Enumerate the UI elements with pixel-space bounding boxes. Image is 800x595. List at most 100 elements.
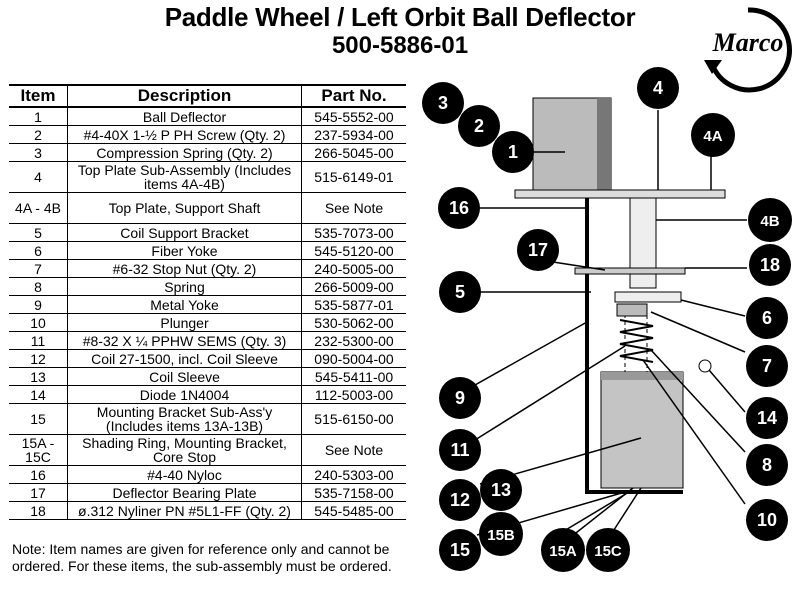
part-number-cell: 232-5300-00 xyxy=(301,331,406,350)
callout-15b: 15B xyxy=(479,512,523,556)
svg-text:10: 10 xyxy=(757,510,777,530)
svg-text:12: 12 xyxy=(450,490,470,510)
assembly-part-number: 500-5886-01 xyxy=(331,32,469,59)
spring-part xyxy=(619,319,654,363)
item-cell: 4A - 4B xyxy=(9,192,68,224)
item-cell: 18 xyxy=(9,501,68,520)
part-number-cell: 545-5120-00 xyxy=(301,241,406,260)
page-title: Paddle Wheel / Left Orbit Ball Deflector xyxy=(164,2,636,32)
bearing-plate-part xyxy=(574,267,686,275)
item-cell: 2 xyxy=(9,125,68,144)
callout-15: 15 xyxy=(439,529,481,571)
col-description-header: Description xyxy=(67,84,302,108)
description-cell: Plunger xyxy=(67,313,302,332)
callout-14: 14 xyxy=(746,397,788,439)
callout-10: 10 xyxy=(746,499,788,541)
description-cell: Ball Deflector xyxy=(67,106,302,126)
description-cell: Shading Ring, Mounting Bracket, Core Sto… xyxy=(67,434,302,466)
item-cell: 9 xyxy=(9,295,68,314)
description-cell: Coil Sleeve xyxy=(67,367,302,386)
coil-support-bracket-part xyxy=(585,198,683,494)
callout-4: 4 xyxy=(637,67,679,109)
description-cell: Mounting Bracket Sub-Ass'y (Includes ite… xyxy=(67,403,302,435)
svg-text:8: 8 xyxy=(762,455,772,475)
part-number-cell: 240-5303-00 xyxy=(301,465,406,484)
svg-text:9: 9 xyxy=(455,388,465,408)
description-cell: Compression Spring (Qty. 2) xyxy=(67,143,302,162)
part-number-cell: 090-5004-00 xyxy=(301,349,406,368)
svg-text:3: 3 xyxy=(438,93,448,113)
item-cell: 3 xyxy=(9,143,68,162)
part-number-cell: 237-5934-00 xyxy=(301,125,406,144)
part-number-cell: See Note xyxy=(301,192,406,224)
footnote: Note: Item names are given for reference… xyxy=(12,541,392,574)
callout-6: 6 xyxy=(746,297,788,339)
callout-3: 3 xyxy=(422,82,464,124)
part-number-cell: 266-5009-00 xyxy=(301,277,406,296)
description-cell: Deflector Bearing Plate xyxy=(67,483,302,502)
description-cell: #4-40X 1-½ P PH Screw (Qty. 2) xyxy=(67,125,302,144)
exploded-diagram: 3 2 1 4 4A 16 4B 17 18 5 6 7 9 14 11 8 1… xyxy=(422,67,792,572)
item-cell: 14 xyxy=(9,385,68,404)
part-number-cell: 266-5045-00 xyxy=(301,143,406,162)
marco-logo: Marco xyxy=(704,7,792,93)
item-cell: 4 xyxy=(9,161,68,193)
part-number-cell: 545-5485-00 xyxy=(301,501,406,520)
description-cell: Coil Support Bracket xyxy=(67,223,302,242)
svg-text:2: 2 xyxy=(474,116,484,136)
callout-5: 5 xyxy=(439,271,481,313)
table-row: 2#4-40X 1-½ P PH Screw (Qty. 2)237-5934-… xyxy=(9,125,406,144)
svg-text:13: 13 xyxy=(491,480,511,500)
callout-16: 16 xyxy=(438,187,480,229)
svg-text:17: 17 xyxy=(528,240,548,260)
svg-text:18: 18 xyxy=(760,255,780,275)
svg-text:11: 11 xyxy=(450,440,469,460)
part-number-cell: 535-5877-01 xyxy=(301,295,406,314)
svg-text:5: 5 xyxy=(455,282,465,302)
svg-text:4B: 4B xyxy=(760,213,779,230)
description-cell: Diode 1N4004 xyxy=(67,385,302,404)
parts-table-header: Item Description Part No. xyxy=(9,84,406,108)
svg-text:15: 15 xyxy=(450,540,470,560)
svg-text:1: 1 xyxy=(508,142,518,162)
coil-part xyxy=(600,371,684,489)
item-cell: 1 xyxy=(9,106,68,126)
description-cell: Top Plate, Support Shaft xyxy=(67,192,302,224)
description-cell: ø.312 Nyliner PN #5L1-FF (Qty. 2) xyxy=(67,501,302,520)
item-cell: 12 xyxy=(9,349,68,368)
item-cell: 8 xyxy=(9,277,68,296)
col-part-header: Part No. xyxy=(301,84,406,108)
leader-lines xyxy=(463,110,747,541)
part-number-cell: 240-5005-00 xyxy=(301,259,406,278)
callout-8: 8 xyxy=(746,444,788,486)
item-cell: 7 xyxy=(9,259,68,278)
fiber-yoke-part xyxy=(614,291,682,303)
part-number-cell: 112-5003-00 xyxy=(301,385,406,404)
item-cell: 15 xyxy=(9,403,68,435)
description-cell: Metal Yoke xyxy=(67,295,302,314)
callout-4a: 4A xyxy=(691,113,735,157)
svg-text:6: 6 xyxy=(762,308,772,328)
description-cell: #8-32 X ¼ PPHW SEMS (Qty. 3) xyxy=(67,331,302,350)
callout-1: 1 xyxy=(492,131,534,173)
svg-text:15B: 15B xyxy=(487,527,515,544)
description-cell: Coil 27-1500, incl. Coil Sleeve xyxy=(67,349,302,368)
item-cell: 6 xyxy=(9,241,68,260)
part-number-cell: 545-5552-00 xyxy=(301,106,406,126)
part-number-cell: 545-5411-00 xyxy=(301,367,406,386)
svg-text:15C: 15C xyxy=(594,543,622,560)
callout-11: 11 xyxy=(439,429,481,471)
col-item-header: Item xyxy=(9,84,68,108)
